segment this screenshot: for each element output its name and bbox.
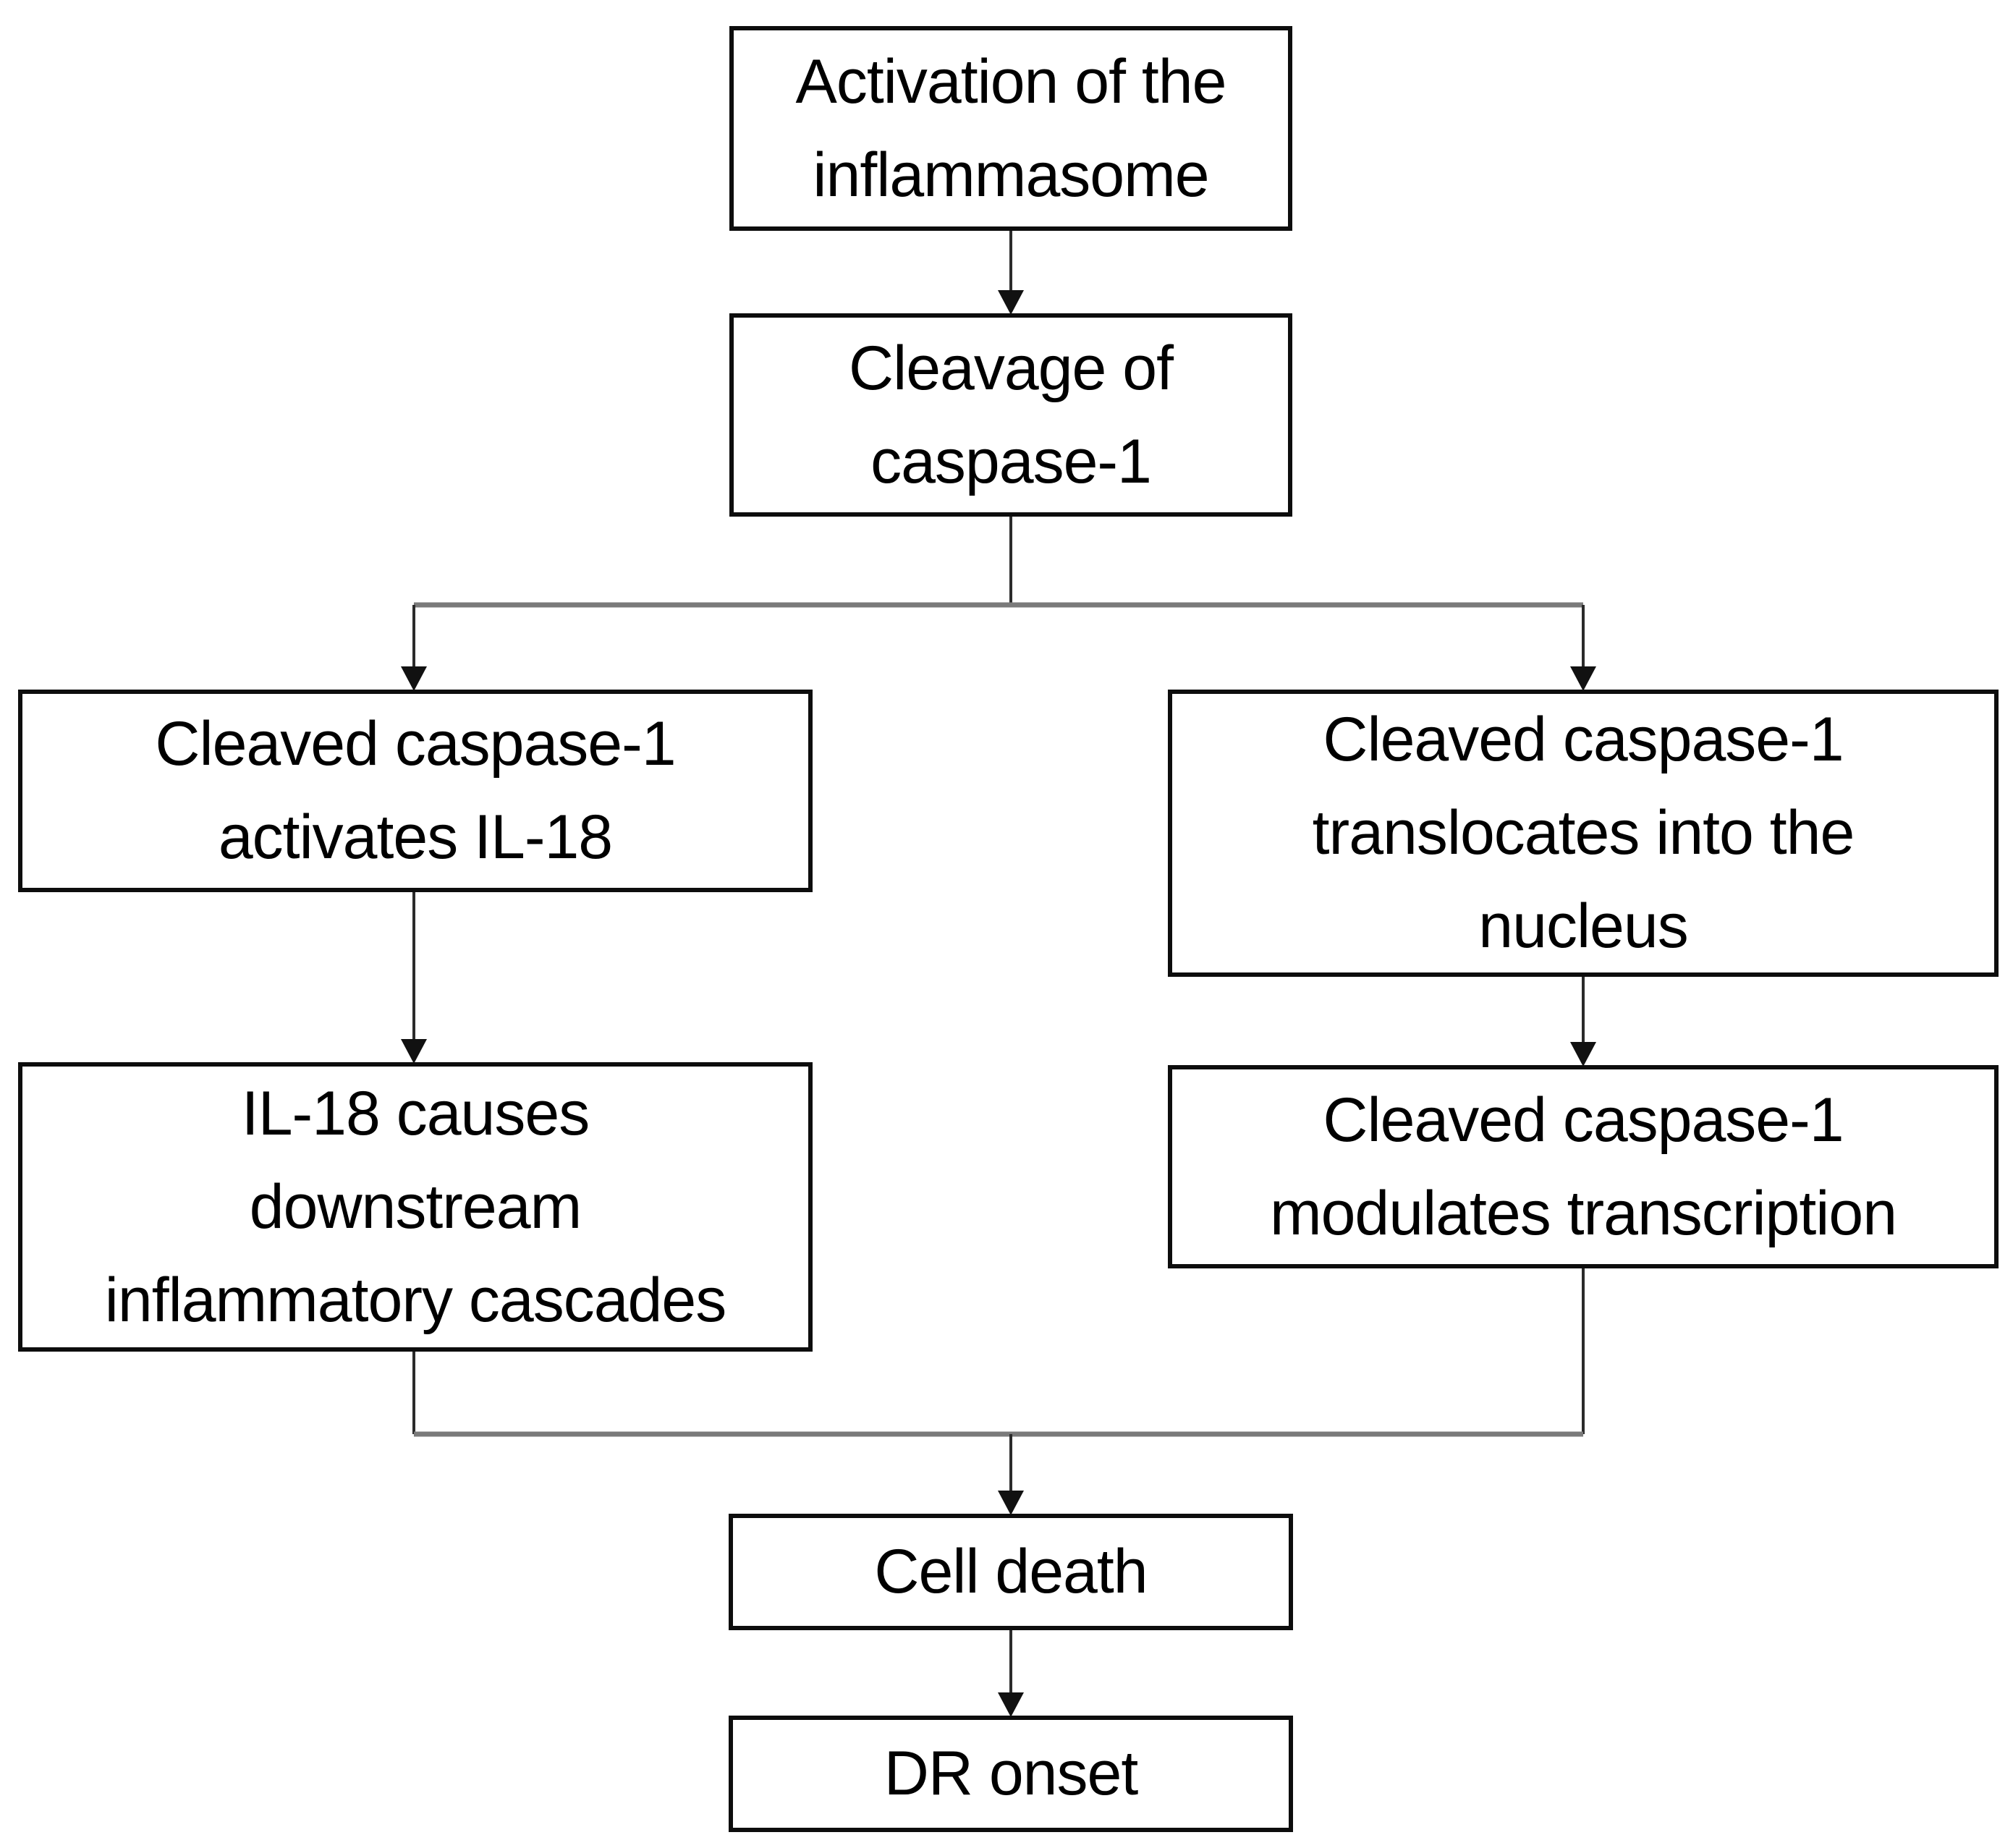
node-il18-cascades-label-line1: IL-18 causes — [241, 1078, 590, 1148]
edge-merge-to-cell-death-arrowhead — [998, 1491, 1024, 1515]
node-dr-onset: DR onset — [729, 1716, 1293, 1832]
node-activates-il18: Cleaved caspase-1 activates IL-18 — [18, 690, 813, 892]
edge-cell-death-to-dr-onset-arrowhead — [998, 1692, 1024, 1717]
node-cell-death-label: Cell death — [874, 1537, 1148, 1606]
node-activation-label-line1: Activation of the — [795, 46, 1227, 116]
node-cell-death: Cell death — [729, 1514, 1293, 1630]
node-activates-il18-label-line2: activates IL-18 — [218, 802, 613, 872]
node-translocates-label-line1: Cleaved caspase-1 — [1323, 705, 1844, 774]
node-translocates-label-line2: translocates into the — [1312, 798, 1855, 868]
node-activation-label-line2: inflammasome — [813, 140, 1209, 210]
node-cleavage-label-line2: caspase-1 — [870, 426, 1152, 496]
node-translocates: Cleaved caspase-1 translocates into the … — [1168, 690, 1999, 977]
node-il18-cascades-label-line3: inflammatory cascades — [104, 1265, 726, 1335]
node-il18-cascades: IL-18 causes downstream inflammatory cas… — [18, 1062, 813, 1352]
node-translocates-label-line3: nucleus — [1478, 891, 1688, 961]
node-modulates-label-line1: Cleaved caspase-1 — [1323, 1085, 1844, 1155]
edge-activates-il18-to-cascades-arrowhead — [401, 1039, 427, 1064]
node-activation: Activation of the inflammasome — [729, 26, 1292, 231]
edge-split-to-translocates-arrowhead — [1570, 666, 1596, 691]
node-activates-il18-label-line1: Cleaved caspase-1 — [155, 709, 676, 779]
node-dr-onset-label: DR onset — [883, 1739, 1138, 1808]
edge-activation-to-cleavage-arrowhead — [998, 290, 1024, 315]
node-modulates: Cleaved caspase-1 modulates transcriptio… — [1168, 1065, 1999, 1268]
node-il18-cascades-label-line2: downstream — [249, 1171, 582, 1242]
node-cleavage-label-line1: Cleavage of — [849, 333, 1174, 403]
edge-translocates-to-modulates-arrowhead — [1570, 1042, 1596, 1067]
node-modulates-label-line2: modulates transcription — [1269, 1178, 1897, 1248]
node-cleavage: Cleavage of caspase-1 — [729, 313, 1292, 517]
edge-split-to-activates-il18-arrowhead — [401, 666, 427, 691]
